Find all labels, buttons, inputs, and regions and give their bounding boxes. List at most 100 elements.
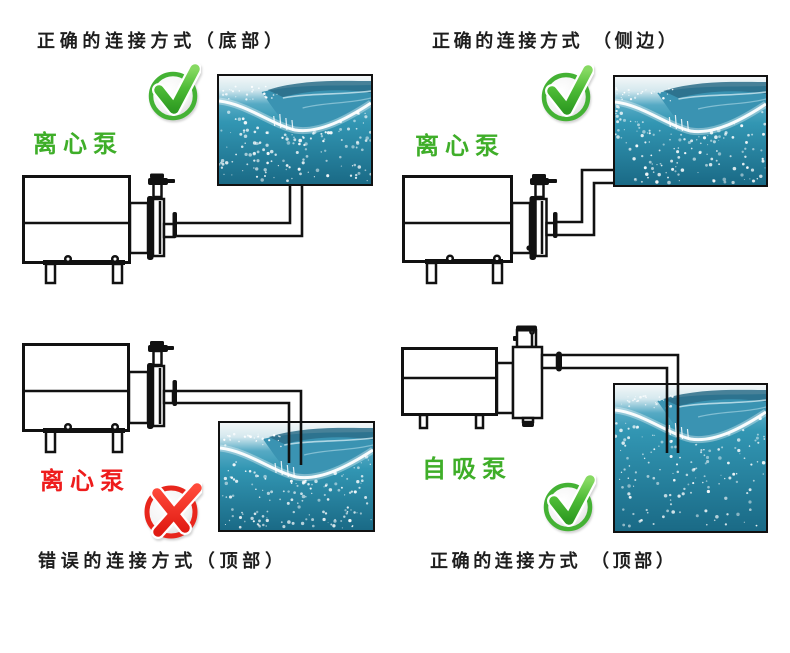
- bubble: [650, 91, 652, 93]
- pump-label: 离心泵: [40, 467, 130, 495]
- bubble: [669, 454, 673, 459]
- bubble: [659, 468, 661, 471]
- bubble: [369, 172, 371, 176]
- bubble: [752, 179, 756, 183]
- bubble: [708, 162, 713, 167]
- bubble: [706, 489, 711, 494]
- bubble: [346, 510, 349, 513]
- bubble: [712, 178, 714, 181]
- bubble: [629, 120, 632, 123]
- bubble: [761, 460, 766, 465]
- bubble: [652, 476, 656, 480]
- bubble: [756, 178, 759, 180]
- bubble: [655, 180, 659, 184]
- bubble: [667, 176, 669, 179]
- foam-wave: [615, 408, 766, 442]
- bubble: [703, 454, 706, 457]
- bubble: [615, 86, 617, 89]
- bubble: [627, 88, 630, 92]
- bubble: [222, 89, 225, 92]
- bubble: [677, 147, 680, 149]
- bubble: [232, 463, 236, 467]
- bubble: [277, 439, 280, 442]
- bubble: [232, 478, 236, 481]
- bubble: [264, 85, 267, 88]
- bubble: [265, 518, 269, 523]
- splash: [680, 118, 684, 132]
- valve-stem: [534, 182, 545, 199]
- bubble: [221, 495, 224, 497]
- bubble: [325, 483, 329, 487]
- pump-body: [511, 345, 544, 420]
- bubble: [616, 135, 620, 139]
- bubble: [698, 136, 700, 138]
- bubble: [663, 400, 665, 402]
- bubble: [700, 449, 703, 452]
- wave-crest: [663, 389, 766, 406]
- bubble: [669, 100, 671, 102]
- bubble: [627, 524, 631, 528]
- bubble: [648, 129, 651, 132]
- bubble: [231, 90, 235, 93]
- bubble: [674, 170, 677, 173]
- water-image: [615, 77, 766, 185]
- bubble: [219, 162, 221, 166]
- bubble: [648, 132, 651, 135]
- bubble: [231, 160, 234, 163]
- bubble: [718, 483, 720, 485]
- wave-crest: [268, 427, 373, 444]
- bubble: [655, 402, 658, 406]
- bubble: [645, 508, 648, 512]
- mount-bolt: [110, 254, 120, 264]
- bubble: [242, 513, 244, 515]
- bubble: [634, 121, 636, 123]
- wave-highlight: [697, 406, 766, 418]
- panel-top-connection-wrong: 错误的连接方式（顶部） 离心泵: [0, 300, 395, 600]
- bubble: [348, 491, 352, 495]
- bubble: [698, 150, 702, 154]
- foam-wave: [219, 99, 371, 133]
- panel-bottom-connection: 正确的连接方式（底部） 离心泵: [0, 0, 395, 300]
- bubble: [223, 173, 225, 176]
- bubble: [623, 129, 625, 131]
- bubble: [262, 148, 265, 152]
- bubble: [727, 461, 730, 465]
- bubble: [747, 133, 750, 137]
- bubble: [273, 434, 276, 437]
- valve-cap: [148, 345, 168, 352]
- bubble: [329, 131, 333, 135]
- bubble: [647, 176, 649, 179]
- bubble: [362, 122, 364, 124]
- splash: [680, 426, 684, 440]
- bubble: [760, 149, 763, 152]
- bubble: [633, 96, 637, 99]
- bubble: [658, 396, 661, 398]
- bubble: [646, 511, 649, 514]
- bubble: [667, 87, 670, 90]
- bubble: [242, 129, 246, 132]
- bubble: [692, 482, 695, 485]
- bubble: [323, 138, 326, 141]
- bubble: [265, 143, 269, 147]
- bubble: [671, 395, 674, 398]
- splash: [280, 460, 283, 476]
- bubble: [245, 93, 249, 96]
- pump-foot: [44, 429, 57, 454]
- bubble: [685, 473, 689, 477]
- bubble: [622, 118, 627, 122]
- bubble: [665, 171, 667, 174]
- bubble: [333, 519, 337, 523]
- pump-casing: [151, 364, 166, 428]
- bubble: [255, 167, 259, 171]
- bubble: [622, 523, 626, 527]
- bubble: [750, 463, 753, 466]
- bubble: [755, 436, 759, 440]
- bubble: [627, 427, 630, 430]
- water-tank: [613, 383, 768, 533]
- wave-highlight: [303, 444, 373, 456]
- bubble: [619, 118, 622, 121]
- valve-top: [532, 174, 546, 179]
- bubble: [652, 133, 655, 136]
- bubble: [295, 483, 297, 485]
- bubble: [744, 155, 747, 159]
